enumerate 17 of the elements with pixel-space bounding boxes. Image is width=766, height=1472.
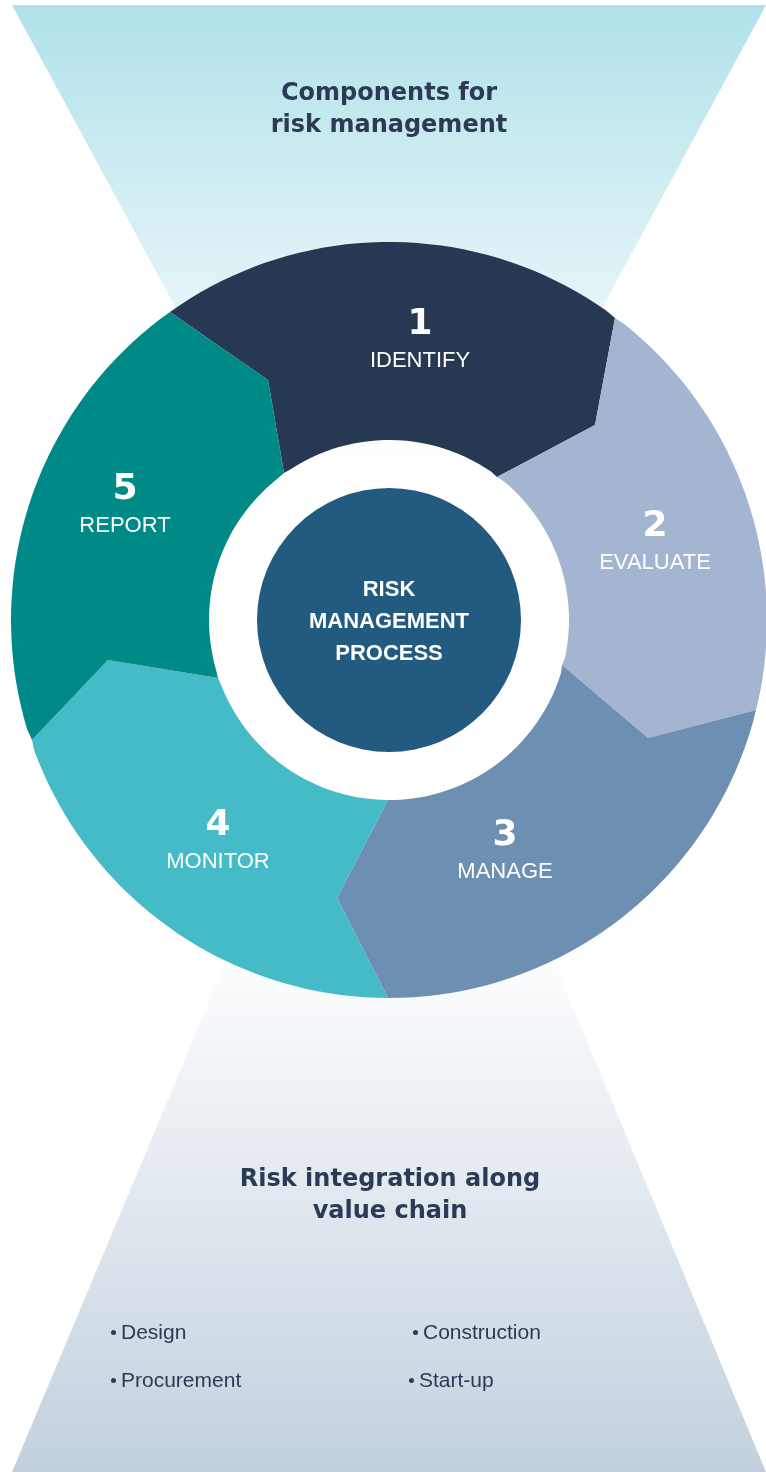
step-number: 3 [492,813,518,853]
step-label: MONITOR [166,848,270,874]
step-number: 2 [642,504,668,544]
list-item: Design [121,1319,187,1345]
step-label: REPORT [79,512,171,538]
step-number: 5 [112,467,138,507]
list-item: Procurement [121,1367,242,1393]
step-label: IDENTIFY [369,347,471,373]
heading: Risk integration along value chain [238,1163,542,1226]
center-title: RISK MANAGEMENT PROCESS [307,575,471,667]
list-item: Construction [423,1319,541,1345]
step-number: 4 [205,803,231,843]
step-number: 1 [407,302,433,342]
step-label: MANAGE [457,858,553,884]
list-item: Start-up [419,1367,494,1393]
step-label: EVALUATE [599,549,711,575]
heading: Components for risk management [269,77,509,140]
